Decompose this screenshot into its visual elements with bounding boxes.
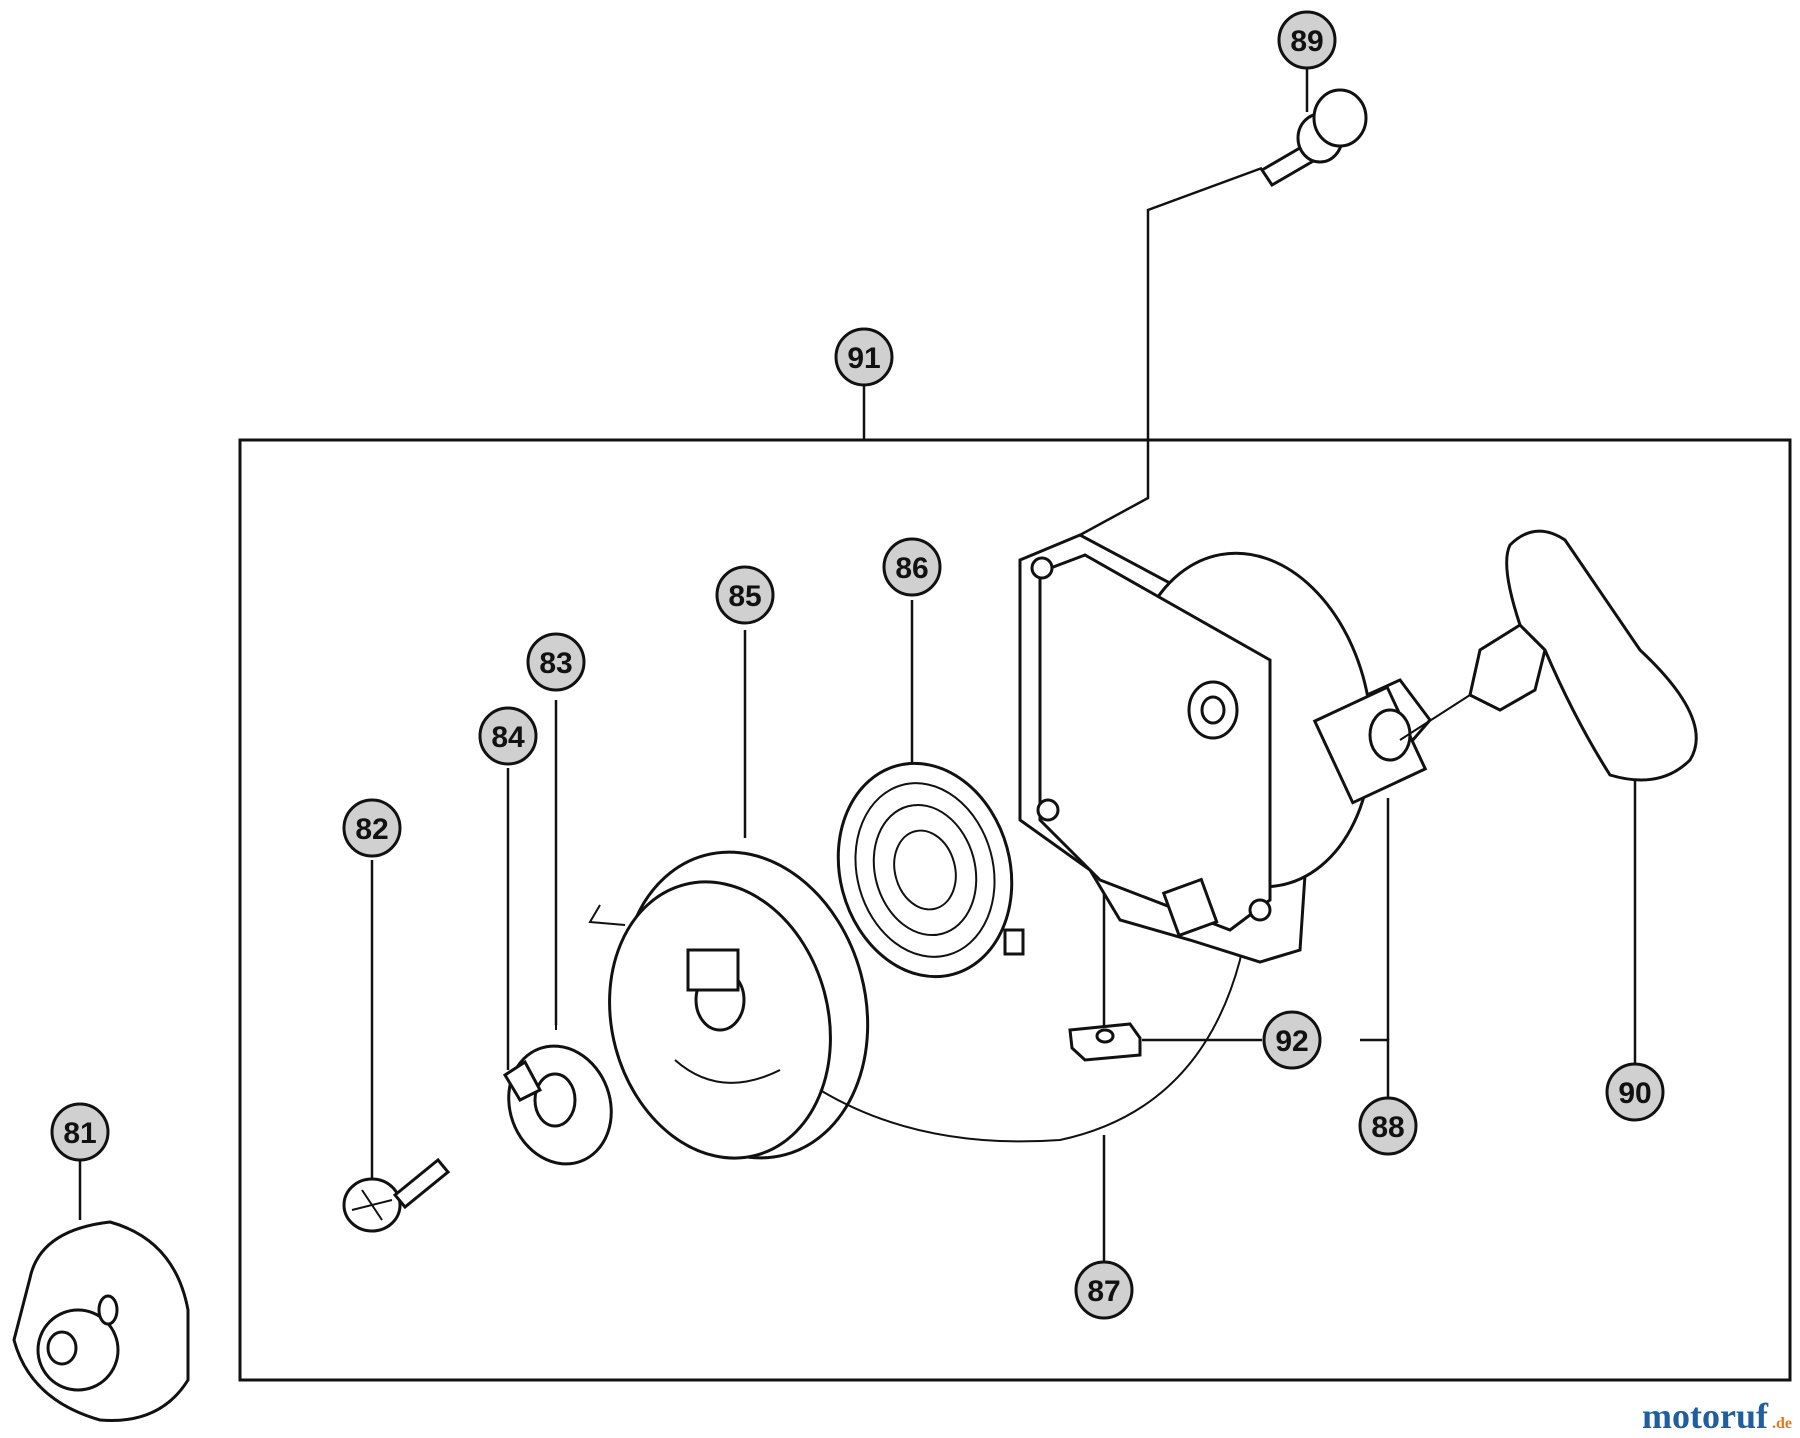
part-83-84-pawl bbox=[502, 975, 613, 1166]
callout-86-label: 86 bbox=[895, 552, 928, 585]
callout-91-label: 91 bbox=[847, 342, 880, 375]
callout-85-label: 85 bbox=[728, 580, 761, 613]
callout-84-label: 84 bbox=[491, 721, 525, 754]
callout-90: 90 bbox=[1605, 1062, 1665, 1122]
part-88-case bbox=[1018, 533, 1432, 964]
callout-92-label: 92 bbox=[1275, 1025, 1308, 1058]
callout-92: 92 bbox=[1262, 1010, 1322, 1070]
watermark-logo: motoruf .de bbox=[1642, 1396, 1792, 1436]
callout-90-label: 90 bbox=[1618, 1077, 1651, 1110]
callout-81-label: 81 bbox=[63, 1117, 96, 1150]
part-90-handle bbox=[1399, 529, 1698, 782]
callout-82-label: 82 bbox=[355, 813, 388, 846]
callout-82: 82 bbox=[342, 798, 402, 858]
callout-87: 87 bbox=[1074, 1260, 1134, 1320]
part-82-screw bbox=[342, 1157, 451, 1233]
part-92-block bbox=[1068, 1022, 1142, 1062]
callout-88: 88 bbox=[1358, 1096, 1418, 1156]
callout-89-label: 89 bbox=[1290, 25, 1323, 58]
callout-86: 86 bbox=[882, 537, 942, 597]
part-89-bolt bbox=[1259, 88, 1368, 188]
callout-83-label: 83 bbox=[539, 647, 572, 680]
callout-81: 81 bbox=[50, 1102, 110, 1162]
callout-91: 91 bbox=[834, 327, 894, 387]
assembly-frame bbox=[238, 438, 1792, 1382]
watermark-main: motoruf bbox=[1642, 1396, 1769, 1436]
callout-83: 83 bbox=[526, 632, 586, 692]
callout-89: 89 bbox=[1277, 10, 1337, 70]
part-85-reel bbox=[588, 850, 870, 1160]
part-86-spring bbox=[836, 761, 1025, 979]
watermark-suffix: .de bbox=[1772, 1415, 1792, 1432]
callout-84: 84 bbox=[478, 706, 538, 766]
part-81-pulley bbox=[12, 1220, 190, 1422]
callout-85: 85 bbox=[715, 565, 775, 625]
callout-88-label: 88 bbox=[1371, 1111, 1404, 1144]
leader-lines bbox=[78, 68, 1637, 1270]
callout-87-label: 87 bbox=[1087, 1275, 1120, 1308]
